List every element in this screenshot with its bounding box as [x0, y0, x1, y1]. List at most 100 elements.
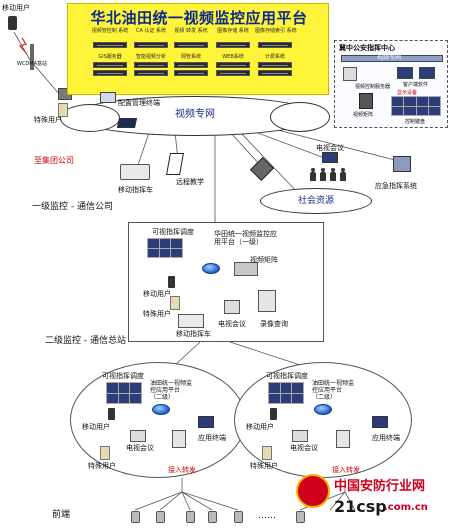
brand-url-suffix: .com.cn — [384, 502, 428, 513]
server-icon — [343, 67, 357, 81]
tv-conf-icon — [292, 430, 308, 442]
l2l-tv-conf-label: 电视会议 — [126, 444, 154, 452]
server-icon — [93, 42, 127, 48]
server-icon — [216, 62, 250, 68]
tv-conf-icon — [224, 300, 240, 314]
server-label-1: 视频管控制 系统 — [91, 28, 129, 34]
l2l-dispatch-label: 可视指挥调度 — [102, 372, 144, 380]
l1-tv-conf-label: 电视会议 — [218, 320, 246, 328]
brand-url: 21csp — [334, 497, 387, 516]
person-icon — [310, 168, 316, 181]
building-icon — [393, 156, 411, 172]
level1-label: 一级监控 - 通信公司 — [32, 202, 113, 212]
server-icon — [216, 42, 250, 48]
command-vehicle-icon — [178, 314, 204, 328]
server-label-10: 计费系统 — [264, 54, 285, 60]
special-user-icon — [100, 446, 110, 460]
server-icon — [258, 70, 292, 76]
server-icon — [134, 70, 168, 76]
l1-mobile-cmd-label: 移动指挥车 — [176, 330, 211, 338]
cloud-lobe — [60, 104, 120, 132]
gongan-network-bar — [341, 55, 443, 62]
l2l-app-terminal-label: 应用终端 — [198, 434, 226, 442]
brand-logo-icon — [296, 474, 330, 508]
gongan-command-center: 冀中公安指挥中心 视频专网 视频控制服务器 客户端软件 视频矩阵 显示设备 控制… — [334, 40, 448, 128]
server-icon — [174, 62, 208, 68]
access-server-icon — [336, 430, 350, 448]
server-icon — [174, 42, 208, 48]
matrix-icon — [359, 93, 373, 109]
person-icon — [340, 168, 346, 181]
command-vehicle-icon — [120, 164, 150, 180]
l2r-app-terminal-label: 应用终端 — [372, 434, 400, 442]
server-icon — [134, 42, 168, 48]
frontend-label: 前端 — [52, 510, 71, 520]
camera-icon — [296, 511, 305, 523]
l1-special-user-label: 特殊用户 — [143, 310, 171, 318]
matrix-label: 视频矩阵 — [353, 112, 374, 118]
l1-platform-label: 华田统一视频监控应 用平台（一级） — [214, 230, 277, 246]
access-server-icon — [172, 430, 186, 448]
level2-left-panel — [70, 362, 246, 478]
l1-hub-icon — [202, 263, 220, 274]
special-user-icon — [262, 446, 272, 460]
laptop-icon — [116, 118, 138, 128]
emergency-label: 应急指挥系统 — [375, 182, 417, 190]
l2r-mobile-user-label: 移动用户 — [246, 423, 274, 431]
social-resources-cloud — [260, 188, 372, 214]
server-label-8: 网管系统 — [180, 54, 201, 60]
l1-mobile-user-label: 移动用户 — [143, 290, 171, 298]
display-wall — [391, 96, 441, 116]
l2l-display-wall — [106, 382, 142, 404]
server-label-7: 智能视频分析 — [135, 54, 166, 60]
mobile-phone-icon — [8, 16, 17, 30]
l1-dispatch-label: 可视指挥调度 — [152, 228, 194, 236]
special-user-label: 特殊用户 — [34, 116, 62, 124]
gongan-network-label: 视频专网 — [377, 54, 402, 61]
server-icon — [258, 42, 292, 48]
control-server-label: 视频控制服务器 — [355, 84, 391, 90]
server-label-6: GIS服务器 — [98, 54, 122, 60]
l2r-display-wall — [268, 382, 304, 404]
l1-display-wall — [147, 238, 183, 258]
server-icon — [174, 70, 208, 76]
l2l-hub-icon — [152, 404, 170, 415]
l2r-special-user-label: 特殊用户 — [250, 462, 278, 470]
mobile-phone-icon — [270, 408, 277, 420]
client-monitor-icon — [419, 67, 435, 79]
platform-panel: 华北油田统一视频监控应用平台 视频管控制 系统 CA 认证 系统 视频 转发 系… — [67, 3, 329, 95]
frontend-dots: …… — [258, 511, 276, 521]
page-title: 华北油田统一视频监控应用平台 — [90, 9, 308, 27]
brand-name: 中国安防行业网 — [334, 479, 426, 494]
special-user-icon — [58, 103, 68, 117]
mobile-user-label: 移动用户 — [2, 4, 30, 12]
remote-teaching-label: 远程教学 — [176, 178, 204, 186]
app-terminal-icon — [198, 416, 214, 428]
server-label-2: CA 认证 系统 — [135, 28, 167, 34]
mobile-phone-icon — [168, 276, 175, 288]
cloud-lobe — [270, 102, 330, 132]
server-label-9: WEB系统 — [222, 54, 244, 60]
special-user-icon — [170, 296, 180, 310]
camera-icon — [234, 511, 243, 523]
l2l-access-label: 接入转发 — [168, 466, 196, 474]
l1-matrix-icon — [234, 262, 258, 276]
client-monitor-icon — [397, 67, 413, 79]
mobile-phone-icon — [108, 408, 115, 420]
server-icon — [216, 70, 250, 76]
display-label: 显示设备 — [397, 90, 418, 96]
server-label-5: 图像存储索引 系统 — [255, 28, 297, 34]
camera-icon — [208, 511, 217, 523]
client-label: 客户端软件 — [403, 82, 429, 88]
camera-icon — [156, 511, 165, 523]
app-terminal-icon — [372, 416, 388, 428]
social-resources-label: 社会资源 — [298, 196, 335, 206]
l1-record-label: 录像查询 — [260, 320, 288, 328]
l2r-platform-label: 油田统一视频监 控应用平台 （二级） — [312, 380, 355, 401]
server-icon — [93, 62, 127, 68]
tv-conf-icon — [130, 430, 146, 442]
wcdma-label: WCDMA基站 — [17, 61, 48, 67]
tv-conf-label: 电视会议 — [316, 144, 344, 152]
l1-matrix-label: 视频矩阵 — [250, 256, 278, 264]
tv-icon — [322, 152, 338, 163]
